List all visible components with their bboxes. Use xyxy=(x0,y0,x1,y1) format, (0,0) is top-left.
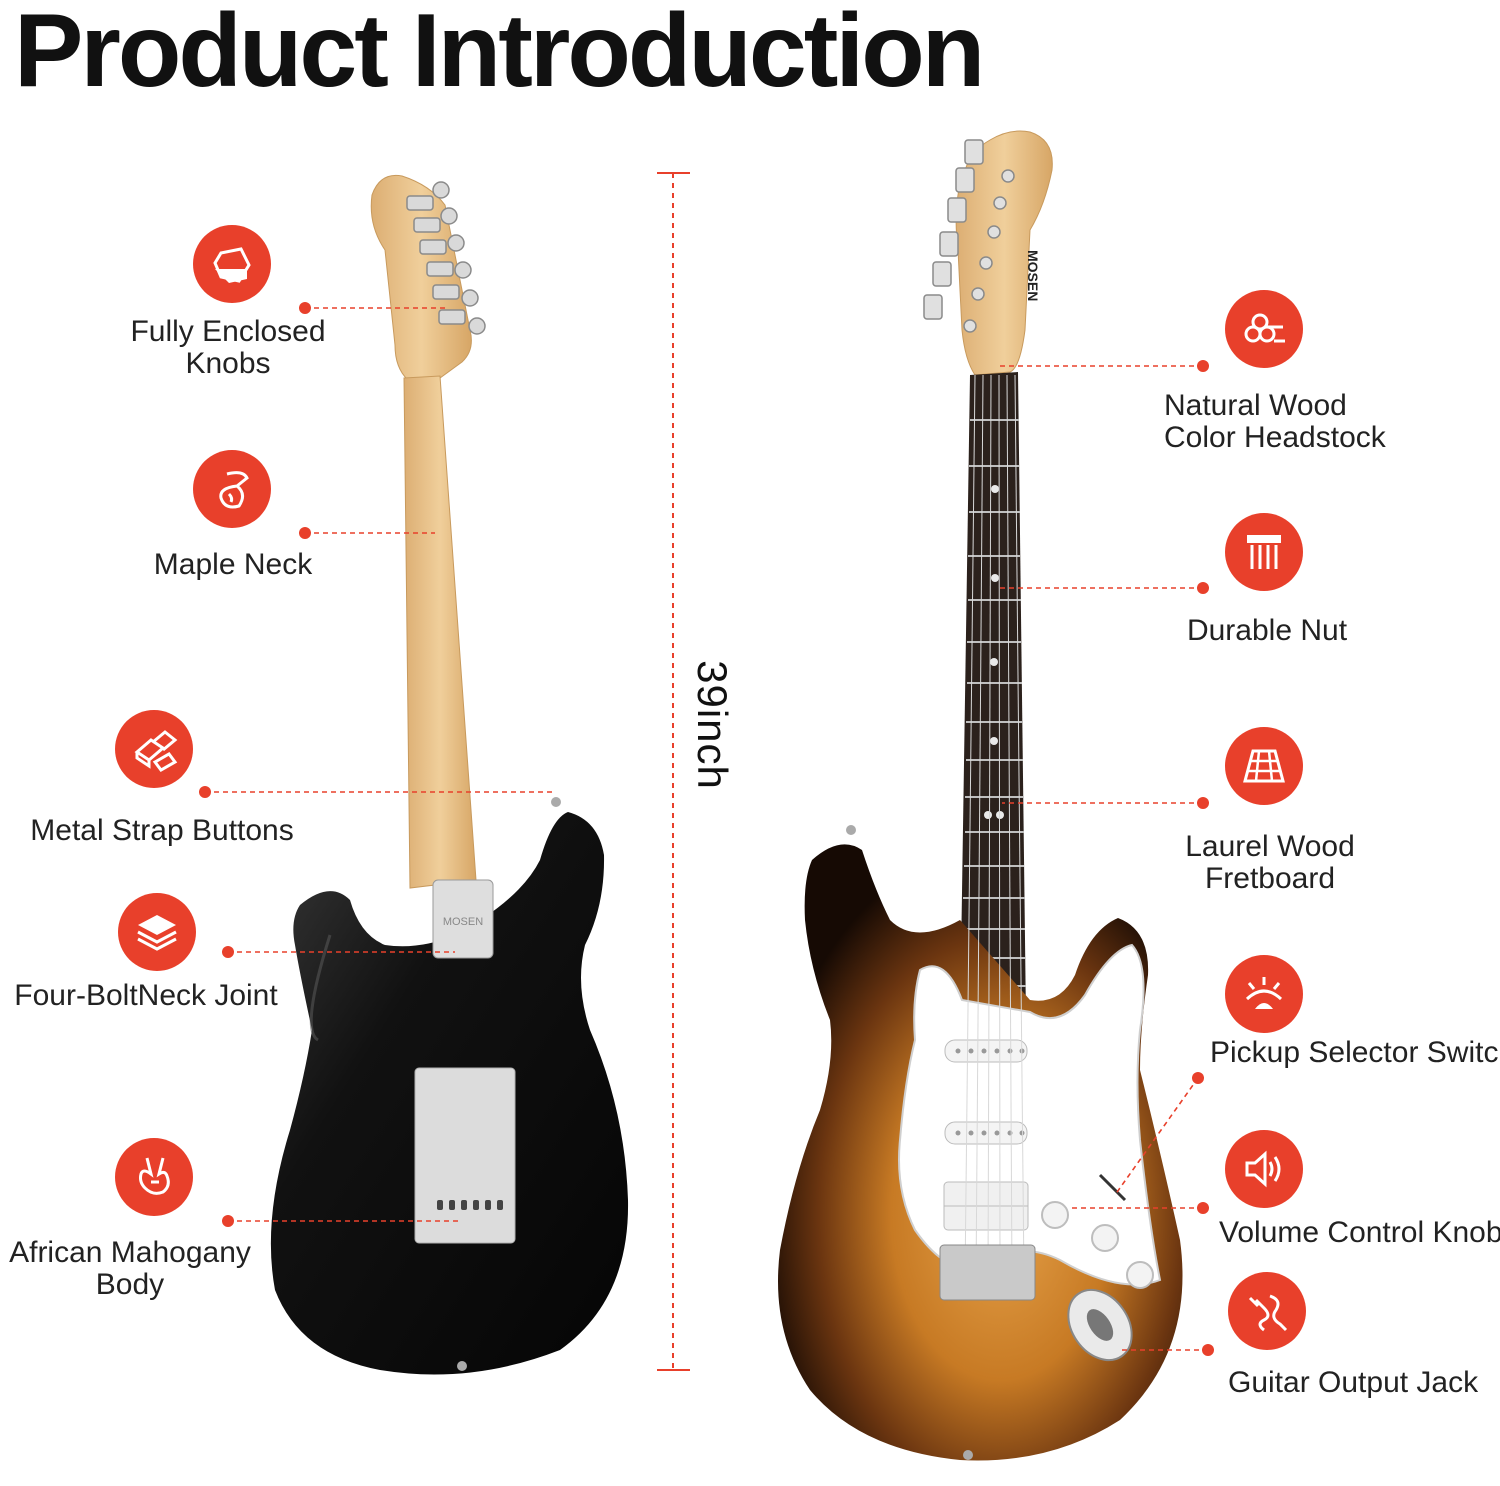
back-view-guitar: MOSEN xyxy=(270,174,629,1375)
front-tuners xyxy=(923,139,1015,333)
back-tuners xyxy=(406,181,486,335)
nut-icon xyxy=(1225,513,1303,591)
leader-dot-volume xyxy=(1197,1202,1209,1214)
back-neck xyxy=(403,375,477,889)
leader-dot-body xyxy=(222,1215,234,1227)
leader-dot-pickup xyxy=(1192,1072,1204,1084)
leader-dot-neck xyxy=(299,527,311,539)
speaker-icon xyxy=(1225,1130,1303,1208)
callout-dots xyxy=(199,302,1214,1356)
label-durable-nut: Durable Nut xyxy=(1186,614,1348,647)
leader-line-pickup xyxy=(1114,1077,1199,1196)
front-knobs xyxy=(1041,1201,1154,1289)
front-view-guitar: MOSEN xyxy=(778,130,1183,1461)
leader-dot-knobs xyxy=(299,302,311,314)
dimension-label: 39inch xyxy=(689,660,736,790)
page-title: Product Introduction xyxy=(14,0,985,109)
back-headstock xyxy=(370,174,472,381)
layers-icon xyxy=(118,893,196,971)
knob-icon xyxy=(193,225,271,303)
label-guitar-output-jack: Guitar Output Jack xyxy=(1228,1366,1479,1399)
label-metal-strap-buttons: Metal Strap Buttons xyxy=(30,814,294,847)
label-pickup-selector-switch: Pickup Selector Switch xyxy=(1210,1036,1500,1069)
headstock-brand: MOSEN xyxy=(1025,250,1041,301)
callout-leaders xyxy=(205,307,1208,1351)
guitar-body-icon xyxy=(115,1138,193,1216)
wood-logs-icon xyxy=(1225,290,1303,368)
maple-neck-icon xyxy=(193,450,271,528)
metal-bars-icon xyxy=(115,710,193,788)
label-maple-neck: Maple Neck xyxy=(153,548,313,581)
back-tremolo-cover xyxy=(414,1067,516,1244)
neck-plate-brand: MOSEN xyxy=(443,916,483,928)
leader-dot-jack xyxy=(1202,1344,1214,1356)
dimension-line xyxy=(657,172,690,1371)
fretboard-icon xyxy=(1225,727,1303,805)
leader-dot-nut xyxy=(1197,582,1209,594)
label-four-bolt-neck-joint: Four-BoltNeck Joint xyxy=(14,979,278,1012)
leader-dot-fretboard xyxy=(1197,797,1209,809)
leader-dot-strap xyxy=(199,786,211,798)
cable-jack-icon xyxy=(1228,1272,1306,1350)
back-neck-plate xyxy=(432,879,494,959)
selector-switch-icon xyxy=(1225,955,1303,1033)
label-volume-control-knob: Volume Control Knob xyxy=(1219,1216,1500,1249)
front-pickups xyxy=(943,1039,1029,1231)
front-bridge xyxy=(939,1244,1036,1301)
leader-dot-headstock xyxy=(1197,360,1209,372)
leader-dot-joint xyxy=(222,946,234,958)
front-pickguard xyxy=(898,943,1162,1286)
